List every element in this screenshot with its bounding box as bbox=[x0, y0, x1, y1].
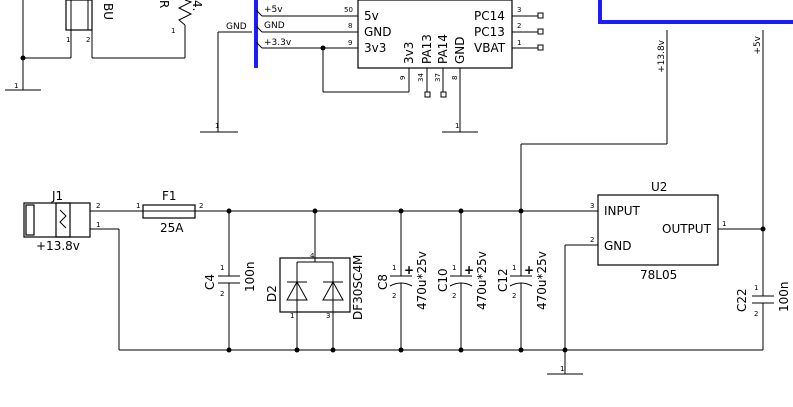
button-bu: BU 1 2 bbox=[65, 0, 115, 44]
rail-5v-label: +5v bbox=[753, 35, 763, 54]
svg-text:2: 2 bbox=[517, 22, 521, 30]
svg-text:50: 50 bbox=[344, 6, 353, 14]
svg-text:+: + bbox=[524, 263, 534, 277]
svg-text:2: 2 bbox=[512, 292, 516, 300]
gnd-top-left-pin: 1 bbox=[14, 82, 18, 90]
svg-text:1: 1 bbox=[392, 264, 396, 272]
svg-text:1: 1 bbox=[220, 264, 224, 272]
gnd-mcu-left-pin: 1 bbox=[215, 122, 219, 130]
svg-text:2: 2 bbox=[392, 292, 396, 300]
svg-text:1: 1 bbox=[452, 264, 456, 272]
c12-value: 470u*25v bbox=[535, 251, 549, 310]
svg-text:34: 34 bbox=[417, 73, 425, 82]
svg-text:1: 1 bbox=[512, 264, 516, 272]
net-5v-label: +5v bbox=[264, 5, 283, 15]
svg-text:+: + bbox=[404, 263, 414, 277]
c8-value: 470u*25v bbox=[415, 251, 429, 310]
c22-value: 100n bbox=[777, 281, 791, 312]
resistor-r: R 4. 1 bbox=[157, 0, 204, 35]
resistor-ref: R bbox=[157, 0, 171, 8]
net-3v3-label: +3.3v bbox=[264, 38, 292, 48]
rail-13v8-label: +13.8v bbox=[657, 39, 667, 73]
svg-text:4: 4 bbox=[310, 252, 315, 260]
button-body bbox=[65, 0, 93, 31]
net-gnd2-label: GND bbox=[264, 21, 285, 31]
svg-text:1: 1 bbox=[517, 39, 521, 47]
d2-ref: D2 bbox=[265, 285, 279, 302]
svg-text:8: 8 bbox=[451, 76, 459, 80]
diode-d2: D2 DF30SC4M 4 1 3 bbox=[265, 211, 365, 350]
svg-text:2: 2 bbox=[220, 290, 224, 298]
j1-value: +13.8v bbox=[36, 239, 80, 253]
svg-text:1: 1 bbox=[290, 312, 294, 320]
button-ref: BU bbox=[101, 3, 115, 20]
f1-value: 25A bbox=[160, 221, 184, 235]
mcu-pin-vbat: VBAT bbox=[474, 41, 506, 55]
j1-ref: J1 bbox=[51, 189, 63, 203]
c10-value: 470u*25v bbox=[475, 251, 489, 310]
c4-ref: C4 bbox=[203, 274, 217, 290]
connector-j1: J1 +13.8v 2 1 bbox=[23, 189, 100, 253]
button-pin1: 1 bbox=[66, 36, 70, 44]
svg-text:3: 3 bbox=[590, 202, 594, 210]
svg-text:2: 2 bbox=[590, 236, 594, 244]
mcu-pin-gnd: GND bbox=[364, 25, 392, 39]
svg-text:9: 9 bbox=[399, 76, 407, 80]
gnd-bottom-pin: 1 bbox=[560, 365, 564, 373]
mcu-chip: 5v GND 3v3 PC14 PC13 VBAT 3v3 PA13 PA14 … bbox=[357, 0, 513, 69]
capacitor-c12: + C12 470u*25v 1 2 bbox=[496, 211, 549, 350]
svg-text:3: 3 bbox=[326, 312, 330, 320]
c12-ref: C12 bbox=[496, 268, 510, 292]
svg-text:1: 1 bbox=[96, 221, 100, 229]
u2-input: INPUT bbox=[604, 204, 641, 218]
u2-body bbox=[597, 194, 719, 266]
svg-text:1: 1 bbox=[171, 27, 175, 35]
mcu-pin-5v: 5v bbox=[364, 9, 379, 23]
c10-ref: C10 bbox=[436, 268, 450, 292]
mcu-body bbox=[357, 0, 513, 69]
svg-text:2: 2 bbox=[452, 292, 456, 300]
regulator-u2: U2 78L05 INPUT GND OUTPUT 3 2 1 bbox=[590, 180, 726, 282]
u2-value: 78L05 bbox=[640, 268, 677, 282]
mcu-bottom-pa13: PA13 bbox=[420, 34, 434, 64]
bus-top-right bbox=[598, 0, 793, 24]
svg-text:+: + bbox=[464, 263, 474, 277]
c22-ref: C22 bbox=[735, 288, 749, 312]
capacitor-c4: C4 100n 1 2 bbox=[203, 211, 257, 350]
u2-gnd: GND bbox=[604, 239, 632, 253]
u2-output: OUTPUT bbox=[662, 222, 712, 236]
capacitor-c8: + C8 470u*25v 1 2 bbox=[376, 211, 429, 350]
fuse-f1: F1 25A 1 2 bbox=[136, 189, 203, 235]
svg-text:9: 9 bbox=[348, 39, 352, 47]
svg-text:2: 2 bbox=[96, 202, 100, 210]
mcu-pin-pc13: PC13 bbox=[474, 25, 505, 39]
gnd-mcu-bottom-pin: 1 bbox=[455, 122, 459, 130]
mcu-bottom-gnd: GND bbox=[453, 36, 467, 64]
svg-text:1: 1 bbox=[136, 202, 140, 210]
svg-text:1: 1 bbox=[754, 284, 758, 292]
svg-text:3: 3 bbox=[517, 6, 521, 14]
c4-value: 100n bbox=[243, 261, 257, 292]
f1-ref: F1 bbox=[162, 189, 177, 203]
d2-body bbox=[279, 257, 351, 313]
capacitor-c22: C22 100n 1 2 bbox=[735, 229, 791, 350]
mcu-pin-pc14: PC14 bbox=[474, 9, 505, 23]
svg-text:37: 37 bbox=[434, 73, 442, 82]
c8-ref: C8 bbox=[376, 274, 390, 290]
mcu-pin-3v3: 3v3 bbox=[364, 41, 386, 55]
svg-text:2: 2 bbox=[199, 202, 203, 210]
u2-ref: U2 bbox=[651, 180, 667, 194]
resistor-value: 4. bbox=[190, 0, 204, 11]
capacitor-c10: + C10 470u*25v 1 2 bbox=[436, 211, 489, 350]
svg-text:2: 2 bbox=[754, 310, 758, 318]
d2-value: DF30SC4M bbox=[351, 255, 365, 320]
svg-text:8: 8 bbox=[348, 22, 352, 30]
net-gnd-label: GND bbox=[226, 22, 247, 32]
button-pin2: 2 bbox=[86, 36, 90, 44]
mcu-bottom-3v3: 3v3 bbox=[402, 42, 416, 64]
mcu-bottom-pa14: PA14 bbox=[436, 34, 450, 64]
svg-text:1: 1 bbox=[722, 220, 726, 228]
